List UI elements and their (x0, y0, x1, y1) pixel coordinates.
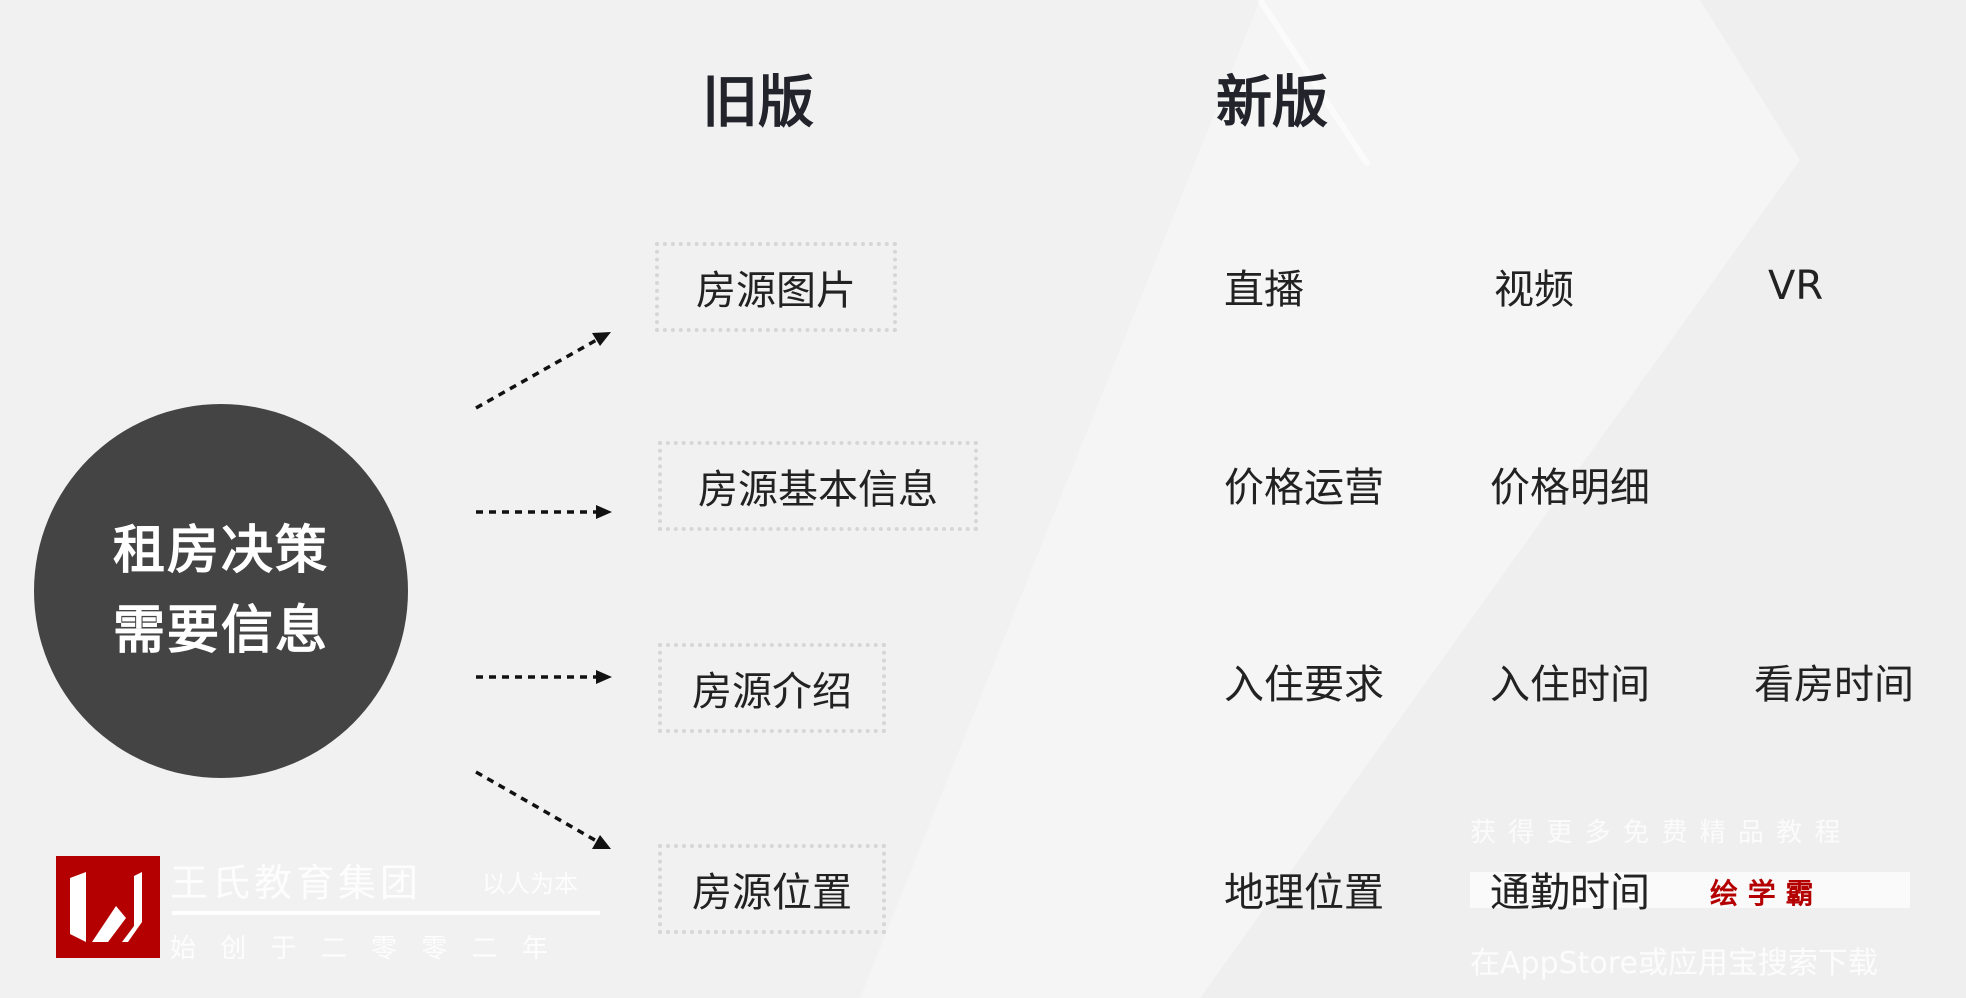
watermark-promo-top: 获 得 更 多 免 费 精 品 教 程 (1470, 818, 1843, 848)
watermark-slogan: 以人为本 (482, 870, 578, 898)
old-item-location: 房源位置 (658, 844, 886, 934)
new-item: 看房时间 (1754, 662, 1914, 708)
watermark-since: 始 创 于 二 零 零 二 年 (170, 934, 556, 964)
new-item: 直播 (1224, 267, 1304, 313)
new-item: 视频 (1494, 267, 1574, 313)
new-item: 入住时间 (1490, 662, 1650, 708)
circle-line-2: 需要信息 (112, 601, 329, 661)
watermark-org-name: 王氏教育集团 (170, 861, 423, 905)
new-item: 价格明细 (1490, 465, 1650, 511)
watermark-divider (172, 911, 600, 915)
arrow-1 (475, 336, 601, 410)
watermark-band (1470, 872, 1910, 908)
new-item: 地理位置 (1224, 870, 1384, 916)
old-item-basic-info: 房源基本信息 (658, 441, 978, 531)
watermark-brand: 绘 学 霸 (1710, 877, 1814, 910)
circle-line-1: 租房决策 (112, 521, 329, 581)
new-item: 通勤时间 (1490, 870, 1650, 916)
old-version-header: 旧版 (702, 70, 814, 136)
watermark-promo-bottom: 在AppStore或应用宝搜索下载 (1470, 946, 1878, 981)
old-item-photos: 房源图片 (655, 242, 897, 332)
wang-education-logo (56, 856, 160, 958)
new-item: 入住要求 (1224, 662, 1384, 708)
old-item-intro: 房源介绍 (658, 643, 886, 733)
new-item: VR (1768, 263, 1824, 309)
new-item: 价格运营 (1224, 465, 1384, 511)
arrow-4 (475, 770, 601, 845)
decision-circle: 租房决策 需要信息 (34, 404, 408, 778)
new-version-header: 新版 (1216, 70, 1328, 136)
